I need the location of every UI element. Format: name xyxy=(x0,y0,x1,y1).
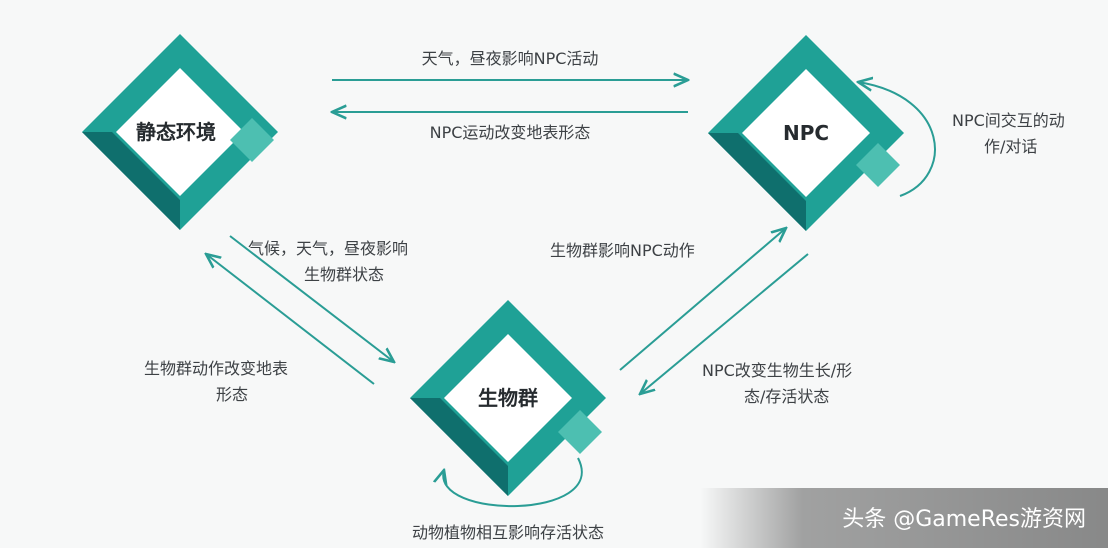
node-environment-accent xyxy=(230,118,274,162)
label-env-to-biome-line2: 生物群状态 xyxy=(304,265,384,284)
node-npc: NPC xyxy=(708,35,904,231)
node-environment-inner xyxy=(116,68,244,196)
node-biome-accent xyxy=(558,410,602,454)
node-environment-frame-shade xyxy=(82,132,180,230)
node-npc-frame-shade xyxy=(708,133,806,231)
arrow-biome-to-env xyxy=(206,254,375,385)
label-biome-to-env-line2: 形态 xyxy=(216,385,248,404)
label-biome-self: 动物植物相互影响存活状态 xyxy=(412,523,604,542)
node-environment-label: 静态环境 xyxy=(136,120,216,144)
node-npc-label: NPC xyxy=(783,121,829,145)
arrow-biome-self-loop xyxy=(443,457,583,507)
watermark-backdrop xyxy=(700,488,1108,548)
arrow-biome-to-npc xyxy=(619,228,786,371)
node-biome-frame-shade xyxy=(410,398,508,496)
label-npc-self-line2: 作/对话 xyxy=(984,137,1037,156)
node-biome-label: 生物群 xyxy=(478,386,538,410)
arrow-npc-self-loop xyxy=(858,82,936,197)
node-biome-inner xyxy=(444,334,572,462)
node-npc-inner xyxy=(742,69,870,197)
watermark-text: 头条 @GameRes游资网 xyxy=(842,507,1086,532)
label-npc-to-biome-line1: NPC改变生物生长/形 xyxy=(702,361,852,380)
label-biome-to-npc: 生物群影响NPC动作 xyxy=(550,241,695,260)
arrow-npc-to-biome xyxy=(640,253,809,394)
label-biome-to-env-line1: 生物群动作改变地表 xyxy=(144,359,288,378)
label-env-to-biome-line1: 气候，天气，昼夜影响 xyxy=(248,239,408,258)
node-environment: 静态环境 xyxy=(82,34,278,230)
label-npc-to-env: NPC运动改变地表形态 xyxy=(430,123,591,142)
label-npc-self-line1: NPC间交互的动 xyxy=(952,111,1065,130)
node-npc-accent xyxy=(856,143,900,187)
label-npc-to-biome-line2: 态/存活状态 xyxy=(744,387,829,406)
arrow-env-to-biome xyxy=(229,235,394,362)
label-env-to-npc: 天气，昼夜影响NPC活动 xyxy=(422,49,599,68)
node-biome: 生物群 xyxy=(410,300,606,496)
